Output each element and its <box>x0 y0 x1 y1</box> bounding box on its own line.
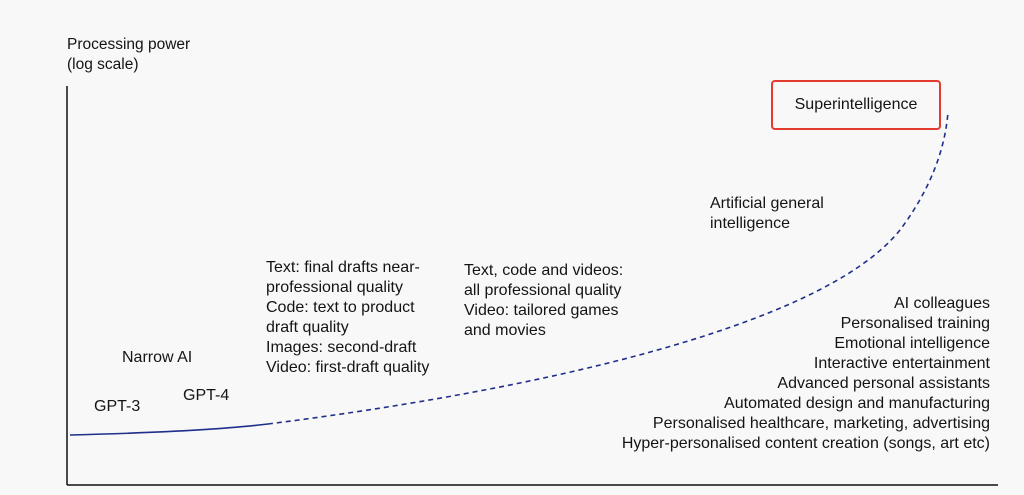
capability-line: professional quality <box>266 279 403 296</box>
progress-curve-solid <box>69 423 269 436</box>
capability-block-mid-term: Text, code and videos: all professional … <box>464 261 623 341</box>
capability-block-near-term: Text: final drafts near- professional qu… <box>266 258 429 378</box>
capability-line: Code: text to product <box>266 299 415 316</box>
superintelligence-highlight-box: Superintelligence <box>771 80 941 130</box>
capability-line: Text, code and videos: <box>464 262 624 279</box>
application-item: Hyper-personalised content creation (son… <box>621 435 990 452</box>
gpt3-label: GPT-3 <box>94 398 141 415</box>
y-axis-label-line: Processing power <box>67 36 191 53</box>
narrow-ai-label: Narrow AI <box>122 349 193 366</box>
application-item: Personalised healthcare, marketing, adve… <box>652 415 990 432</box>
capability-line: all professional quality <box>464 282 622 299</box>
capability-line: draft quality <box>266 319 349 336</box>
capability-line: Video: first-draft quality <box>266 359 430 376</box>
application-item: Advanced personal assistants <box>777 375 990 392</box>
superintelligence-label: Superintelligence <box>794 96 918 113</box>
progress-curve-dashed <box>267 111 949 425</box>
capability-line: Text: final drafts near- <box>266 259 420 276</box>
application-item: AI colleagues <box>893 295 990 312</box>
applications-list: AI colleagues Personalised training Emot… <box>622 294 990 454</box>
agi-label-line: Artificial general <box>710 195 824 212</box>
application-item: Interactive entertainment <box>813 355 990 372</box>
y-axis-label-line: (log scale) <box>67 56 139 73</box>
gpt4-label: GPT-4 <box>183 387 230 404</box>
agi-label: Artificial general intelligence <box>710 194 824 234</box>
capability-line: Video: tailored games <box>464 302 619 319</box>
application-item: Automated design and manufacturing <box>724 395 990 412</box>
application-item: Emotional intelligence <box>834 335 990 352</box>
agi-label-line: intelligence <box>710 215 791 232</box>
application-item: Personalised training <box>840 315 990 332</box>
capability-line: and movies <box>464 322 546 339</box>
y-axis-label: Processing power (log scale) <box>67 35 190 75</box>
capability-line: Images: second-draft <box>266 339 417 356</box>
